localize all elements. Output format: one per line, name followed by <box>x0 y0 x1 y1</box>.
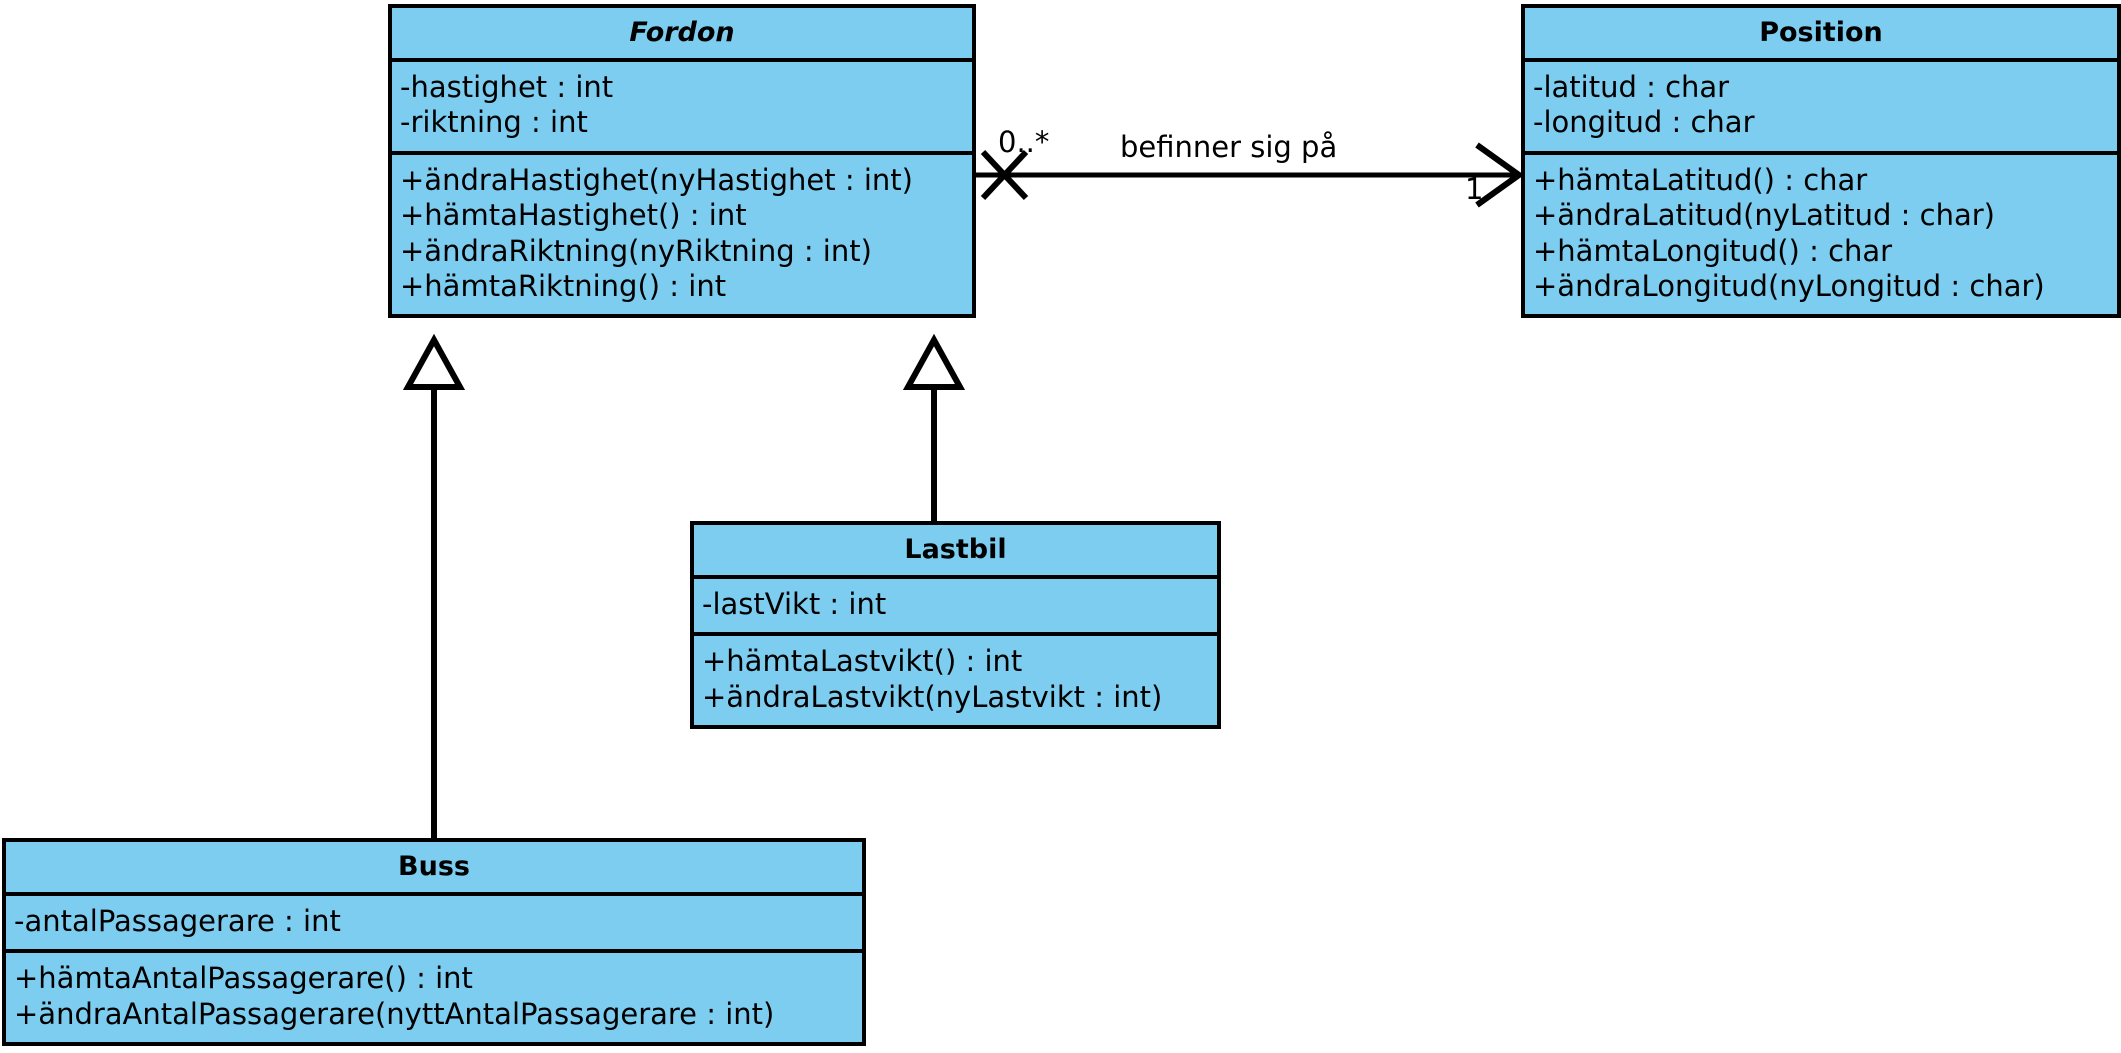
operations-compartment-position: +hämtaLatitud() : char +ändraLatitud(nyL… <box>1525 155 2117 315</box>
attribute-row: -antalPassagerare : int <box>14 904 341 938</box>
hollow-triangle-arrowhead-lastbil <box>902 333 966 390</box>
class-box-position[interactable]: Position -latitud : char -longitud : cha… <box>1521 4 2121 319</box>
compartment-divider <box>1525 58 2117 62</box>
generalization-lastbil-fordon <box>902 333 966 521</box>
operation-row: +hämtaRiktning() : int <box>400 268 727 303</box>
hollow-triangle-arrowhead-buss <box>402 333 466 390</box>
compartment-divider <box>6 949 862 954</box>
class-box-buss[interactable]: Buss -antalPassagerare : int +hämtaAntal… <box>2 838 866 1047</box>
operation-row: +ändraRiktning(nyRiktning : int) <box>400 233 872 268</box>
operations-compartment-buss: +hämtaAntalPassagerare() : int +ändraAnt… <box>6 953 862 1042</box>
operation-row: +hämtaLastvikt() : int <box>702 644 1023 679</box>
attributes-compartment-buss: -antalPassagerare : int <box>6 896 862 949</box>
operation-row: +ändraAntalPassagerare(nyttAntalPassager… <box>14 996 775 1031</box>
compartment-divider <box>694 575 1217 579</box>
compartment-divider <box>1525 150 2117 155</box>
generalization-buss-fordon <box>402 333 466 838</box>
class-name-fordon: Fordon <box>629 17 735 48</box>
operation-row: +hämtaLongitud() : char <box>1533 233 1893 268</box>
operation-row: +hämtaLatitud() : char <box>1533 162 1868 197</box>
association-source-multiplicity: 0..* <box>998 125 1050 159</box>
operation-row: +hämtaHastighet() : int <box>400 198 747 233</box>
compartment-divider <box>392 150 972 155</box>
compartment-divider <box>392 58 972 62</box>
attributes-compartment-fordon: -hastighet : int -riktning : int <box>392 62 972 151</box>
operation-row: +ändraHastighet(nyHastighet : int) <box>400 162 913 197</box>
class-name-lastbil: Lastbil <box>904 534 1007 565</box>
operations-compartment-lastbil: +hämtaLastvikt() : int +ändraLastvikt(ny… <box>694 636 1217 725</box>
class-box-lastbil[interactable]: Lastbil -lastVikt : int +hämtaLastvikt()… <box>690 521 1221 730</box>
attribute-row: -longitud : char <box>1533 105 1755 140</box>
compartment-divider <box>694 632 1217 637</box>
association-label: befinner sig på <box>1120 130 1338 164</box>
attribute-row: -lastVikt : int <box>702 587 887 621</box>
operation-row: +hämtaAntalPassagerare() : int <box>14 961 473 996</box>
attributes-compartment-lastbil: -lastVikt : int <box>694 579 1217 632</box>
operations-compartment-fordon: +ändraHastighet(nyHastighet : int) +hämt… <box>392 155 972 315</box>
attribute-row: -hastighet : int <box>400 70 614 104</box>
class-box-fordon[interactable]: Fordon -hastighet : int -riktning : int … <box>388 4 976 319</box>
operation-row: +ändraLastvikt(nyLastvikt : int) <box>702 679 1163 714</box>
attribute-row: -riktning : int <box>400 105 588 140</box>
operation-row: +ändraLatitud(nyLatitud : char) <box>1533 198 1995 233</box>
compartment-divider <box>6 892 862 896</box>
operation-row: +ändraLongitud(nyLongitud : char) <box>1533 268 2045 303</box>
association-target-multiplicity: 1 <box>1465 172 1484 206</box>
attribute-row: -latitud : char <box>1533 70 1730 104</box>
attributes-compartment-position: -latitud : char -longitud : char <box>1525 62 2117 151</box>
class-name-position: Position <box>1759 17 1883 48</box>
class-name-buss: Buss <box>398 851 470 882</box>
